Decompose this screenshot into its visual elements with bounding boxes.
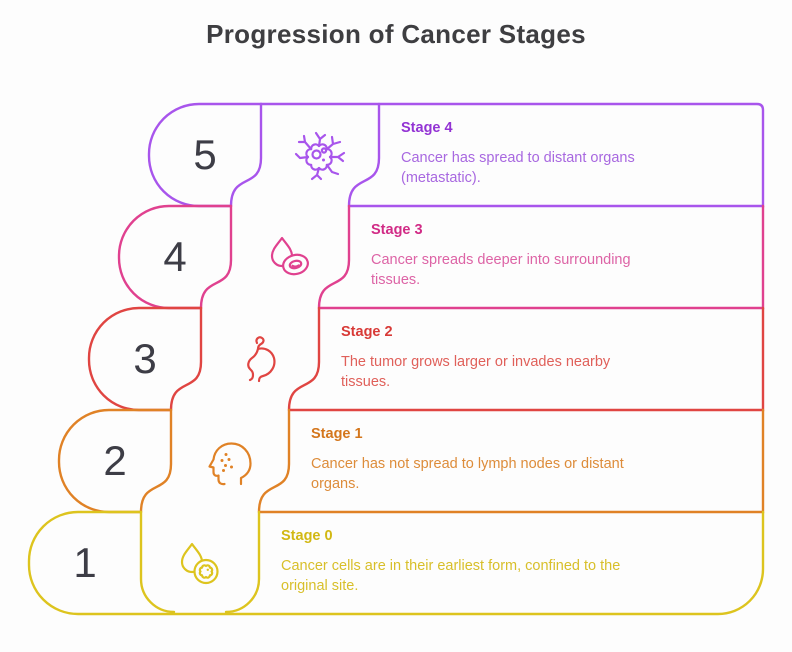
ribbon-right <box>287 306 321 412</box>
stage-number: 5 <box>193 131 217 178</box>
stage-4-outline <box>147 102 765 208</box>
stage-title: Stage 4 <box>401 120 453 136</box>
blood-cell-droplet-icon <box>270 236 309 276</box>
text-box-outline <box>259 102 765 208</box>
stomach-icon <box>247 336 276 383</box>
stage-text-block: Stage 4 Cancer has spread to distant org… <box>401 120 635 188</box>
bubble-outline <box>147 102 263 208</box>
row-outline <box>27 510 765 616</box>
stage-number-bubble: 1 <box>29 512 141 614</box>
stage-text-block: Stage 1 Cancer has not spread to lymph n… <box>311 426 624 494</box>
ribbon-left <box>199 204 233 310</box>
stage-number: 4 <box>163 233 187 280</box>
early-cell-droplet-icon <box>180 542 219 585</box>
stage-description: Cancer cells are in their earliest form,… <box>281 558 621 594</box>
ribbon-right <box>347 102 381 208</box>
ribbon-left <box>229 102 263 208</box>
stage-number: 2 <box>103 437 127 484</box>
stage-number: 1 <box>73 539 97 586</box>
ribbon-left <box>169 306 203 412</box>
stage-description: Cancer has not spread to lymph nodes or … <box>311 456 624 492</box>
stage-description: Cancer has spread to distant organs (met… <box>401 150 635 186</box>
page-title: Progression of Cancer Stages <box>206 19 586 49</box>
stage-description: Cancer spreads deeper into surrounding t… <box>371 252 631 288</box>
ribbon-left <box>139 510 176 614</box>
stage-title: Stage 1 <box>311 426 363 442</box>
stage-title: Stage 3 <box>371 222 423 238</box>
cancer-cell-icon <box>294 131 346 181</box>
stage-number-bubble: 5 <box>149 104 261 206</box>
stage-text-block: Stage 3 Cancer spreads deeper into surro… <box>371 222 631 290</box>
stage-0-outline <box>27 510 765 616</box>
bubble-outline <box>87 306 203 412</box>
stage-number-bubble: 2 <box>59 410 171 512</box>
stage-title: Stage 0 <box>281 528 333 544</box>
head-profile-icon <box>208 442 252 486</box>
stage-text-block: Stage 2 The tumor grows larger or invade… <box>341 324 610 392</box>
ribbon-left <box>139 408 173 514</box>
stage-title: Stage 2 <box>341 324 393 340</box>
stage-description: The tumor grows larger or invades nearby… <box>341 354 611 390</box>
stage-number-bubble: 3 <box>89 308 201 410</box>
stage-number: 3 <box>133 335 157 382</box>
stage-number-bubble: 4 <box>119 206 231 308</box>
ribbon-right <box>317 204 351 310</box>
bubble-outline <box>117 204 233 310</box>
ribbon-right <box>224 510 261 614</box>
stage-text-block: Stage 0 Cancer cells are in their earlie… <box>281 528 620 596</box>
bubble-outline <box>57 408 173 514</box>
ribbon-right <box>257 408 291 514</box>
